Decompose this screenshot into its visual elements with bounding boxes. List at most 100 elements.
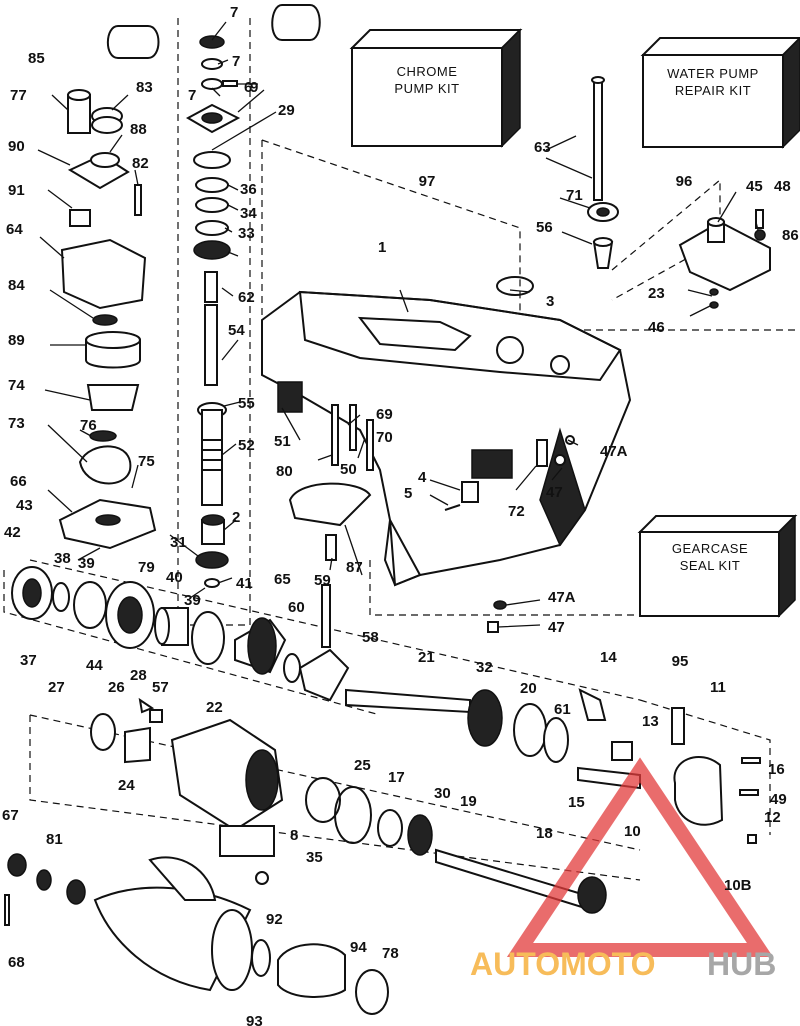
part-label-p69: 69: [376, 406, 393, 423]
part-label-p62: 62: [238, 289, 255, 306]
part-label-p57: 57: [152, 679, 169, 696]
kit-title-line2: SEAL KIT: [680, 558, 741, 573]
part-label-p13: 13: [642, 713, 659, 730]
part-label-p25: 25: [354, 757, 371, 774]
part-label-p92: 92: [266, 911, 283, 928]
part-label-p39b: 39: [184, 592, 201, 609]
part-label-p79: 79: [138, 559, 155, 576]
part-label-p77: 77: [10, 87, 27, 104]
part-label-p19: 19: [460, 793, 477, 810]
part-label-p90: 90: [8, 138, 25, 155]
part-label-p46: 46: [648, 319, 665, 336]
watermark-text-2: HUB: [707, 946, 776, 982]
part-label-p47a: 47A: [600, 443, 628, 460]
part-label-p15: 15: [568, 794, 585, 811]
part-label-p20: 20: [520, 680, 537, 697]
part-label-p65: 65: [274, 571, 291, 588]
part-label-p63: 63: [534, 139, 551, 156]
part-label-p94: 94: [350, 939, 367, 956]
part-label-p75: 75: [138, 453, 155, 470]
part-label-p73: 73: [8, 415, 25, 432]
part-label-p36: 36: [240, 181, 257, 198]
part-label-p43: 43: [16, 497, 33, 514]
part-label-p45: 45: [746, 178, 763, 195]
part-label-p1: 1: [378, 239, 386, 256]
part-label-p5: 5: [404, 485, 412, 502]
part-label-p37: 37: [20, 652, 37, 669]
part-number-labels: 123456777891010B111213141516171819202122…: [2, 4, 799, 1026]
watermark-text-1: AUTOMOTO: [470, 946, 655, 982]
part-label-p81: 81: [46, 831, 63, 848]
part-label-p24: 24: [118, 777, 135, 794]
part-label-p55: 55: [238, 395, 255, 412]
part-label-p47c: 47A: [548, 589, 576, 606]
part-label-p52: 52: [238, 437, 255, 454]
part-label-p16: 16: [768, 761, 785, 778]
part-label-p42: 42: [4, 524, 21, 541]
part-label-p28: 28: [130, 667, 147, 684]
kit-title-line2: PUMP KIT: [394, 81, 459, 96]
water-pump-repair-kit-box: WATER PUMP REPAIR KIT: [640, 36, 800, 149]
part-label-p29: 29: [278, 102, 295, 119]
propeller-shaft-assembly: [90, 697, 607, 914]
part-label-p26: 26: [108, 679, 125, 696]
leader-lines: [37, 21, 759, 628]
part-label-p50: 50: [340, 461, 357, 478]
part-label-p48: 48: [774, 178, 791, 195]
part-label-p76: 76: [80, 417, 97, 434]
kit-title-line1: GEARCASE: [672, 541, 748, 556]
chrome-pump-kit-box: CHROME PUMP KIT: [349, 28, 523, 148]
part-label-p34: 34: [240, 205, 257, 222]
part-label-p49: 49: [770, 791, 787, 808]
part-label-p3: 3: [546, 293, 554, 310]
part-label-p66: 66: [10, 473, 27, 490]
kit-ref-number: 95: [672, 653, 689, 670]
part-label-p61: 61: [554, 701, 571, 718]
part-label-p59: 59: [314, 572, 331, 589]
part-label-p6: 6: [244, 79, 252, 96]
part-label-p71: 71: [566, 187, 583, 204]
part-label-p32: 32: [476, 659, 493, 676]
gear-train: [11, 566, 761, 844]
part-label-p12: 12: [764, 809, 781, 826]
part-label-p41: 41: [236, 575, 253, 592]
part-label-p10b: 10B: [724, 877, 752, 894]
housing-hardware: [277, 381, 575, 633]
kit-ref-number: 97: [419, 173, 436, 190]
part-label-p67: 67: [2, 807, 19, 824]
part-label-p60: 60: [288, 599, 305, 616]
part-label-p33: 33: [238, 225, 255, 242]
part-label-p47d: 47: [548, 619, 565, 636]
part-label-p68: 68: [8, 954, 25, 971]
part-label-p54: 54: [228, 322, 245, 339]
part-label-p18: 18: [536, 825, 553, 842]
grommet: [587, 202, 619, 269]
part-label-p78: 78: [382, 945, 399, 962]
kit-title-line1: CHROME: [397, 64, 458, 79]
part-label-p80: 80: [276, 463, 293, 480]
part-label-p31: 31: [170, 534, 187, 551]
part-label-p30: 30: [434, 785, 451, 802]
part-label-p56: 56: [536, 219, 553, 236]
part-label-p7a: 7: [230, 4, 238, 21]
water-pump-stack: [58, 4, 321, 550]
kit-ref-number: 96: [676, 173, 693, 190]
gearcase-housing: [261, 290, 632, 587]
part-label-p47b: 47: [546, 484, 563, 501]
part-label-p23: 23: [648, 285, 665, 302]
part-label-p4: 4: [418, 469, 427, 486]
part-label-p70: 70: [376, 429, 393, 446]
part-label-p83: 83: [136, 79, 153, 96]
part-label-p22: 22: [206, 699, 223, 716]
part-label-p21: 21: [418, 649, 435, 666]
part-label-p14: 14: [600, 649, 617, 666]
part-label-p10: 10: [624, 823, 641, 840]
propeller-hardware: [4, 853, 389, 1015]
o-ring: [496, 276, 534, 296]
part-label-p17: 17: [388, 769, 405, 786]
part-label-p9: 9: [250, 79, 258, 96]
part-label-p38: 38: [54, 550, 71, 567]
part-label-p51: 51: [274, 433, 291, 450]
